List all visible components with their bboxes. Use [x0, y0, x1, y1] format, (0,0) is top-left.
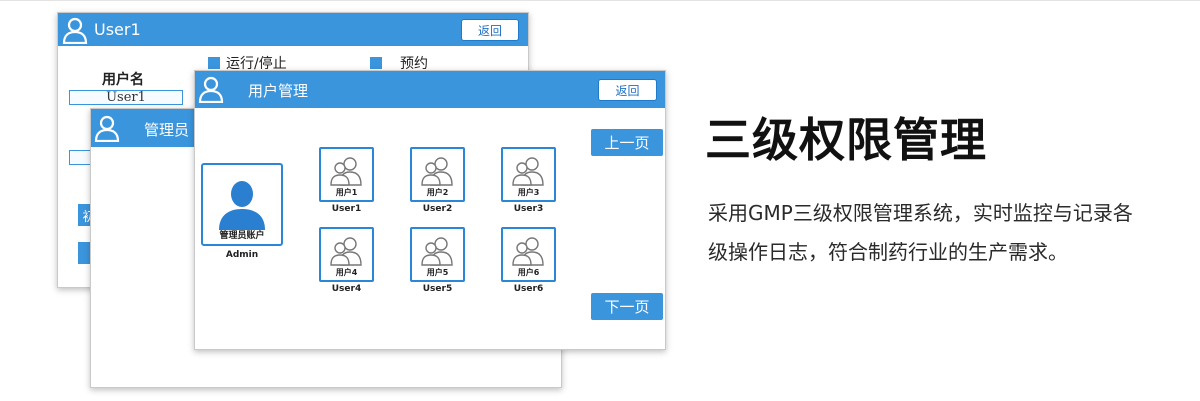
admin-account-card[interactable]: 管理员账户	[201, 163, 283, 246]
prev-page-button[interactable]: 上一页	[591, 129, 663, 156]
user-card[interactable]: 用户6	[501, 227, 556, 282]
user-card-sub: User1	[331, 204, 362, 214]
user-group-icon	[330, 157, 362, 186]
user-card-name: 用户4	[335, 268, 358, 277]
user-card-name: 用户3	[517, 188, 540, 197]
description: 采用GMP三级权限管理系统，实时监控与记录各级操作日志，符合制药行业的生产需求。	[708, 201, 1133, 264]
user1-titlebar: User1 返回	[58, 13, 528, 46]
user-management-titlebar: 用户管理 返回	[195, 71, 665, 108]
back-button[interactable]: 返回	[461, 19, 519, 41]
admin-avatar-icon	[219, 181, 265, 230]
window-title: 管理员	[144, 121, 190, 139]
run-stop-checkbox[interactable]	[208, 57, 220, 69]
user-icon	[62, 17, 88, 44]
admin-account-name: 管理员账户	[219, 231, 265, 241]
user-card-sub: User4	[331, 284, 362, 294]
window-title: 用户管理	[248, 82, 309, 100]
user-card-name: 用户2	[426, 188, 449, 197]
user-card-sub: User5	[422, 284, 453, 294]
user-group-icon	[421, 157, 453, 186]
reserve-label: 预约	[400, 56, 428, 72]
user-group-icon	[512, 157, 544, 186]
user-group-icon	[421, 237, 453, 266]
user-card[interactable]: 用户3	[501, 147, 556, 202]
user-icon	[198, 76, 224, 103]
user-group-icon	[330, 237, 362, 266]
user-card[interactable]: 用户1	[319, 147, 374, 202]
username-label: 用户名	[102, 72, 144, 88]
top-divider	[0, 0, 1200, 1]
user-card-name: 用户5	[426, 268, 449, 277]
user-icon	[94, 115, 120, 142]
user-card-name: 用户1	[335, 188, 358, 197]
user-group-icon	[512, 237, 544, 266]
user-management-window: 用户管理 返回 上一页 下一页 管理员账户 Admin 用户1 User1 用户…	[194, 70, 666, 350]
user-card[interactable]: 用户2	[410, 147, 465, 202]
user-card-sub: User2	[422, 204, 453, 214]
run-stop-label: 运行/停止	[226, 56, 287, 72]
user-card-sub: User6	[513, 284, 544, 294]
next-page-button[interactable]: 下一页	[591, 293, 663, 320]
user-card-name: 用户6	[517, 268, 540, 277]
user-card[interactable]: 用户5	[410, 227, 465, 282]
reserve-checkbox[interactable]	[370, 57, 382, 69]
user-card[interactable]: 用户4	[319, 227, 374, 282]
username-field[interactable]: User1	[69, 90, 183, 105]
admin-account-sub: Admin	[225, 250, 259, 260]
headline: 三级权限管理	[705, 113, 987, 167]
window-title: User1	[94, 20, 141, 39]
user-card-sub: User3	[513, 204, 544, 214]
back-button[interactable]: 返回	[598, 79, 657, 101]
